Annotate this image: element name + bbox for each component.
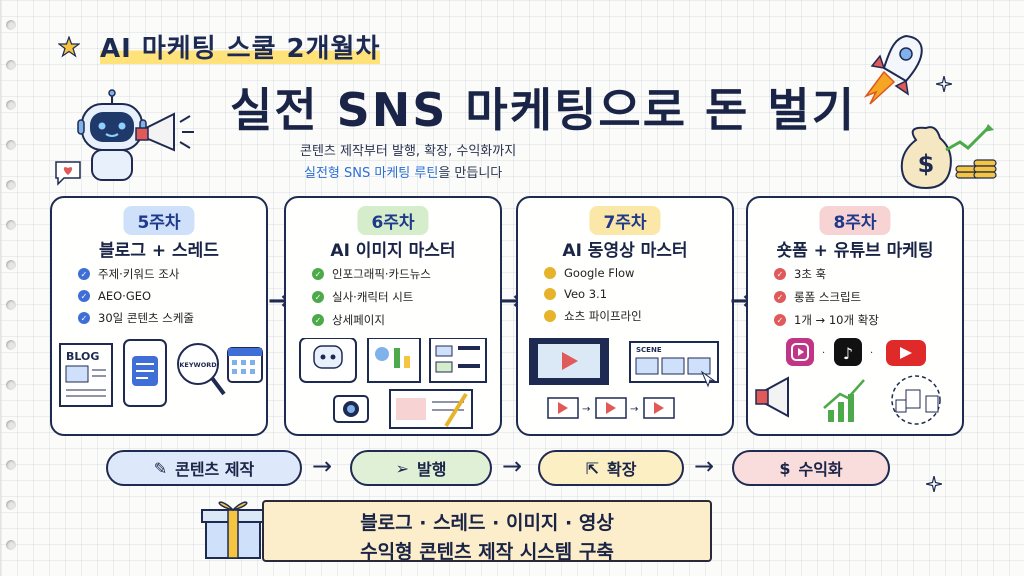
list-item: ✓ 인포그래픽·카드뉴스 bbox=[312, 266, 431, 282]
list-item: ✓ 30일 콘텐츠 스케줄 bbox=[78, 310, 194, 326]
check-icon: ✓ bbox=[774, 314, 786, 326]
check-icon: ✓ bbox=[312, 314, 324, 326]
bullet-text: 롱폼 스크립트 bbox=[794, 290, 862, 304]
dot-icon bbox=[544, 310, 556, 322]
check-icon: ✓ bbox=[78, 268, 90, 280]
bullet-text: 쇼츠 파이프라인 bbox=[564, 309, 642, 323]
description-rest: 을 만듭니다 bbox=[438, 166, 503, 181]
check-icon: ✓ bbox=[774, 291, 786, 303]
summary-banner: 블로그 · 스레드 · 이미지 · 영상 수익형 콘텐츠 제작 시스템 구축 bbox=[262, 500, 712, 563]
check-icon: ✓ bbox=[774, 268, 786, 280]
list-item: ✓ 상세페이지 bbox=[312, 312, 431, 328]
dot-icon bbox=[544, 288, 556, 300]
bullet-text: 30일 콘텐츠 스케줄 bbox=[98, 311, 195, 325]
flow-step-create[interactable]: ✎ 콘텐츠 제작 bbox=[106, 450, 302, 486]
list-item: ✓ 롱폼 스크립트 bbox=[774, 289, 879, 305]
flow-step-publish[interactable]: ➢ 발행 bbox=[350, 450, 492, 486]
binder-holes bbox=[6, 20, 20, 560]
week-badge: 5주차 bbox=[123, 206, 195, 235]
week-bullets: ✓ 인포그래픽·카드뉴스 ✓ 실사·캐릭터 시트 ✓ 상세페이지 bbox=[312, 266, 431, 335]
week-title: AI 동영상 마스터 bbox=[562, 241, 688, 261]
rocket-icon bbox=[863, 34, 923, 105]
heart-bubble-icon bbox=[55, 161, 81, 186]
svg-text:$: $ bbox=[918, 150, 935, 178]
sparkle-icon bbox=[936, 76, 952, 92]
scene-label: SCENE bbox=[636, 346, 662, 354]
banner-line-1: 블로그 · 스레드 · 이미지 · 영상 bbox=[360, 512, 614, 534]
week-title: 블로그 + 스레드 bbox=[99, 241, 219, 261]
svg-text:·: · bbox=[822, 348, 825, 359]
bullet-text: Google Flow bbox=[564, 266, 635, 280]
list-item: 쇼츠 파이프라인 bbox=[544, 308, 642, 324]
check-icon: ✓ bbox=[312, 291, 324, 303]
robot-megaphone-icon bbox=[77, 89, 194, 181]
blog-illustration: BLOG KEYWORD bbox=[59, 339, 263, 407]
flow-label: 수익화 bbox=[798, 460, 843, 479]
check-icon: ✓ bbox=[78, 290, 90, 302]
bullet-text: 주제·키워드 조사 bbox=[98, 267, 180, 281]
week-bullets: ✓ 주제·키워드 조사 ✓ AEO·GEO ✓ 30일 콘텐츠 스케줄 bbox=[78, 266, 194, 333]
week-bullets: ✓ 3초 훅 ✓ 롱폼 스크립트 ✓ 1개 → 10개 확장 bbox=[774, 266, 879, 335]
money-bag-icon: $ bbox=[779, 458, 791, 478]
bullet-text: 3초 훅 bbox=[794, 267, 827, 281]
list-item: ✓ 1개 → 10개 확장 bbox=[774, 312, 879, 328]
list-item: ✓ 실사·캐릭터 시트 bbox=[312, 289, 431, 305]
gift-box-icon bbox=[201, 501, 265, 559]
flow-label: 콘텐츠 제작 bbox=[175, 460, 255, 479]
flow-arrow-icon: → bbox=[312, 452, 333, 480]
week-card-8[interactable]: 8주차 숏폼 + 유튜브 마케팅 ✓ 3초 훅 ✓ 롱폼 스크립트 ✓ 1개 → 10… bbox=[746, 196, 964, 436]
bullet-text: 인포그래픽·카드뉴스 bbox=[332, 267, 431, 281]
money-growth-icon: $ bbox=[900, 124, 997, 190]
bullet-text: AEO·GEO bbox=[98, 289, 152, 303]
svg-text:♪: ♪ bbox=[843, 344, 853, 363]
flow-step-monetize[interactable]: $ 수익화 bbox=[732, 450, 890, 486]
description-line-1: 콘텐츠 제작부터 발행, 확장, 수익화까지 bbox=[300, 144, 517, 159]
check-icon: ✓ bbox=[312, 268, 324, 280]
blog-label: BLOG bbox=[66, 350, 99, 363]
list-item: ✓ 3초 훅 bbox=[774, 266, 879, 282]
keyword-label: KEYWORD bbox=[179, 361, 217, 369]
week-card-6[interactable]: 6주차 AI 이미지 마스터 ✓ 인포그래픽·카드뉴스 ✓ 실사·캐릭터 시트 ✓ 상… bbox=[284, 196, 502, 436]
week-title: AI 이미지 마스터 bbox=[330, 241, 456, 261]
banner-line-2: 수익형 콘텐츠 제작 시스템 구축 bbox=[360, 541, 614, 563]
flow-arrow-icon: → bbox=[502, 452, 523, 480]
video-illustration: SCENE → → bbox=[529, 338, 719, 419]
expand-icon: ⇱ bbox=[585, 458, 599, 478]
svg-text:·: · bbox=[870, 348, 873, 359]
course-subtitle-text: AI 마케팅 스쿨 2개월차 bbox=[100, 34, 381, 64]
flow-label: 확장 bbox=[606, 460, 637, 479]
bullet-text: Veo 3.1 bbox=[564, 287, 608, 301]
week-card-7[interactable]: 7주차 AI 동영상 마스터 Google Flow Veo 3.1 쇼츠 파이… bbox=[516, 196, 734, 436]
check-icon: ✓ bbox=[78, 312, 90, 324]
paper-plane-icon: ➢ bbox=[395, 458, 409, 478]
list-item: ✓ 주제·키워드 조사 bbox=[78, 266, 194, 282]
list-item: Google Flow bbox=[544, 266, 642, 280]
list-item: Veo 3.1 bbox=[544, 287, 642, 301]
week-badge: 7주차 bbox=[589, 206, 661, 235]
course-subtitle: AI 마케팅 스쿨 2개월차 bbox=[100, 28, 381, 65]
flow-label: 발행 bbox=[416, 460, 447, 479]
svg-text:→: → bbox=[582, 404, 590, 415]
bullet-text: 실사·캐릭터 시트 bbox=[332, 290, 414, 304]
week-bullets: Google Flow Veo 3.1 쇼츠 파이프라인 bbox=[544, 266, 642, 331]
shortform-illustration: · ♪ · bbox=[755, 338, 941, 425]
description-highlight: 실전형 SNS 마케팅 루틴 bbox=[304, 166, 439, 181]
bullet-text: 상세페이지 bbox=[332, 313, 385, 327]
week-card-5[interactable]: 5주차 블로그 + 스레드 ✓ 주제·키워드 조사 ✓ AEO·GEO ✓ 30일 콘… bbox=[50, 196, 268, 436]
description-line-2: 실전형 SNS 마케팅 루틴을 만듭니다 bbox=[304, 162, 502, 181]
page-title: 실전 SNS 마케팅으로 돈 벌기 bbox=[230, 83, 857, 137]
list-item: ✓ AEO·GEO bbox=[78, 289, 194, 303]
svg-text:→: → bbox=[630, 404, 638, 415]
sparkle-icon bbox=[926, 476, 942, 492]
image-illustration bbox=[299, 338, 487, 429]
flow-step-expand[interactable]: ⇱ 확장 bbox=[538, 450, 684, 486]
pencil-icon: ✎ bbox=[153, 458, 168, 478]
bullet-text: 1개 → 10개 확장 bbox=[794, 313, 879, 327]
dot-icon bbox=[544, 267, 556, 279]
week-badge: 8주차 bbox=[819, 206, 891, 235]
flow-arrow-icon: → bbox=[694, 452, 715, 480]
week-badge: 6주차 bbox=[357, 206, 429, 235]
week-title: 숏폼 + 유튜브 마케팅 bbox=[776, 241, 934, 261]
star-icon bbox=[58, 36, 80, 58]
